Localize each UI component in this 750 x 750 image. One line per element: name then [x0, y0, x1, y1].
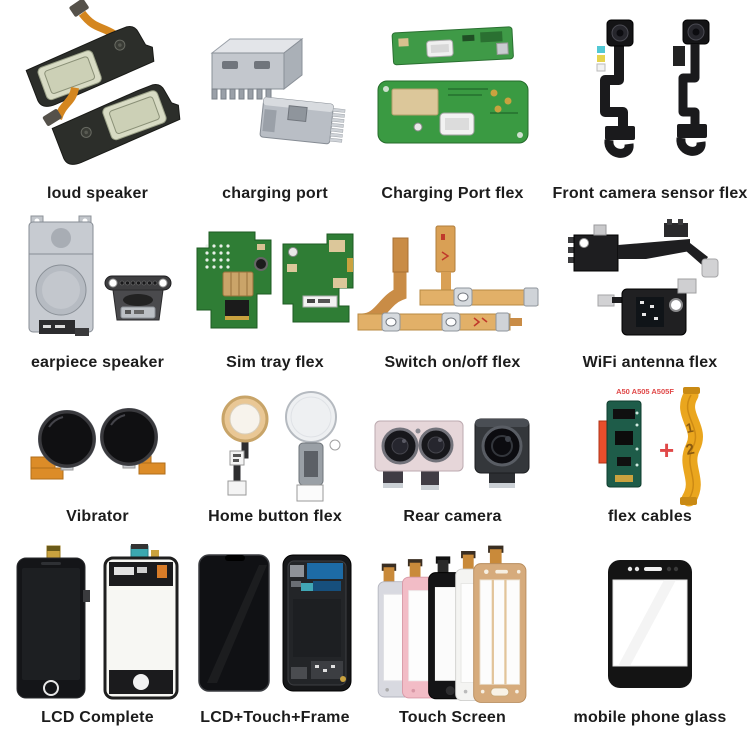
lcd-complete-image — [16, 544, 178, 700]
sim-tray-flex-image — [196, 231, 354, 328]
flex-cables-image: A50 A505 A505F + — [598, 387, 703, 507]
mobile-phone-glass-image — [608, 560, 692, 688]
product-label: charging port — [222, 185, 328, 202]
lcd-touch-frame-image — [198, 554, 352, 692]
product-label: Front camera sensor flex — [552, 185, 748, 202]
product-label: Vibrator — [66, 508, 129, 525]
loud-speaker-photo — [0, 0, 195, 184]
product-label: LCD Complete — [41, 709, 154, 726]
product-cell-rear-camera: Rear camera — [355, 390, 550, 540]
touch-screen-image — [377, 545, 527, 703]
lcd-complete-photo — [0, 540, 195, 708]
product-label: WiFi antenna flex — [582, 354, 718, 371]
touch-screen-photo — [355, 540, 550, 708]
home-button-flex-photo — [195, 389, 355, 507]
product-label: LCD+Touch+Frame — [200, 709, 350, 726]
product-cell-touch-screen: Touch Screen — [355, 540, 550, 750]
wifi-antenna-flex-photo — [550, 210, 750, 353]
product-label: loud speaker — [46, 185, 149, 202]
charging-port-photo — [195, 0, 355, 184]
product-label: mobile phone glass — [573, 709, 727, 726]
lcd-touch-frame-photo — [195, 540, 355, 708]
product-cell-charging-port-flex: Charging Port flex — [355, 0, 550, 210]
front-camera-sensor-flex-photo — [550, 0, 750, 184]
product-cell-earpiece-speaker: earpiece speaker — [0, 210, 195, 390]
switch-on-off-flex-photo — [355, 210, 550, 353]
charging-port-flex-photo — [355, 0, 550, 184]
switch-on-off-flex-image — [357, 225, 538, 331]
product-cell-lcd-touch-frame: LCD+Touch+Frame — [195, 540, 355, 750]
flex-cables-photo: A50 A505 A505F + — [550, 385, 750, 507]
product-label: flex cables — [607, 508, 693, 525]
product-label: Touch Screen — [398, 709, 507, 726]
wifi-antenna-flex-image — [567, 218, 718, 335]
flex-cables-plus-sign: + — [659, 435, 674, 465]
product-cell-flex-cables: A50 A505 A505F + — [550, 387, 750, 540]
product-label: Charging Port flex — [381, 185, 524, 202]
flex-cables-digit-1: 1 — [684, 420, 694, 436]
loud-speaker-image — [25, 0, 180, 165]
product-label: Rear camera — [403, 508, 502, 525]
product-cell-loud-speaker: loud speaker — [0, 0, 195, 210]
product-cell-home-button-flex: Home button flex — [195, 390, 355, 540]
product-cell-lcd-complete: LCD Complete — [0, 540, 195, 750]
product-cell-switch-on-off-flex: Switch on/off flex — [355, 210, 550, 390]
vibrator-photo — [0, 390, 195, 507]
earpiece-speaker-photo — [0, 210, 195, 353]
front-camera-sensor-flex-image — [596, 19, 710, 158]
product-label: Sim tray flex — [226, 354, 324, 371]
product-label: Home button flex — [208, 508, 342, 525]
product-label: earpiece speaker — [30, 354, 165, 371]
charging-port-flex-image — [377, 26, 528, 144]
vibrator-image — [30, 407, 165, 479]
home-button-flex-image — [221, 391, 341, 502]
product-cell-front-camera-sensor-flex: Front camera sensor flex — [550, 0, 750, 210]
product-cell-wifi-antenna-flex: WiFi antenna flex — [550, 210, 750, 390]
earpiece-speaker-image — [28, 215, 171, 336]
product-cell-charging-port: charging port — [195, 0, 355, 210]
rear-camera-photo — [355, 390, 550, 507]
rear-camera-image — [374, 418, 529, 490]
product-cell-sim-tray-flex: Sim tray flex — [195, 210, 355, 390]
sim-tray-flex-photo — [195, 210, 355, 353]
charging-port-image — [210, 37, 346, 145]
flex-cables-model-text: A50 A505 A505F — [616, 387, 674, 396]
product-label: Switch on/off flex — [384, 354, 521, 371]
product-cell-mobile-phone-glass: mobile phone glass — [550, 540, 750, 750]
mobile-phone-glass-photo — [550, 540, 750, 708]
flex-cables-digit-2: 2 — [684, 441, 696, 459]
product-cell-vibrator: Vibrator — [0, 390, 195, 540]
